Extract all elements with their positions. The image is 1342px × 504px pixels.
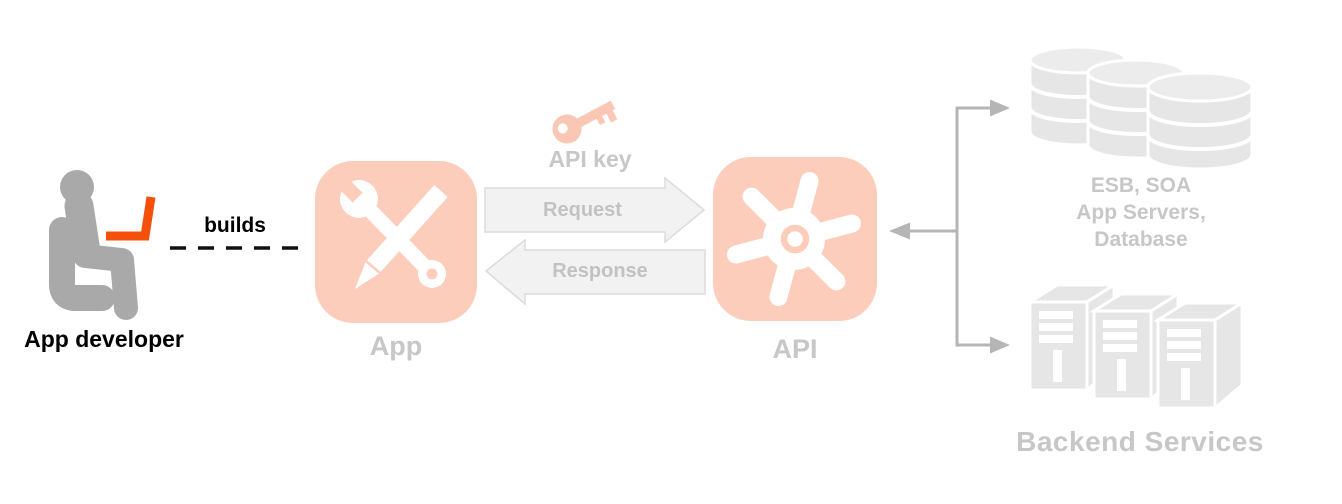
app-developer-icon [49,170,156,320]
request-arrow [484,176,706,244]
response-arrow [484,238,706,306]
database-cylinder [1146,71,1254,170]
wrench-pencil-icon [335,175,448,289]
api-key-label: API key [548,146,632,172]
database-stack-icon [1028,45,1254,170]
developer-label: App developer [24,326,184,352]
arrowhead-to-api [889,222,910,240]
head [60,170,94,204]
builds-label: builds [204,214,266,237]
backend-connector-lines [889,99,1010,354]
request-label: Request [543,199,622,221]
server-tower [1152,300,1248,412]
server-stack-icon [1024,282,1248,412]
builds-dashed-line [170,246,308,250]
esb-label-line1: ESB, SOA [1090,174,1192,197]
api-gear-icon [727,172,861,306]
chair-icon [49,217,115,311]
arrowhead-to-backend [990,336,1010,354]
app-label: App [369,331,423,361]
arrowhead-to-esb [990,99,1010,117]
esb-label-line2: App Servers, [1076,201,1206,224]
api-label: API [772,334,818,364]
api-node [713,157,877,321]
laptop-icon [106,196,156,241]
app-node [315,161,477,323]
response-label: Response [552,260,648,282]
esb-label: ESB, SOA App Servers, Database [1041,172,1241,253]
torso [64,191,101,267]
backend-services-label: Backend Services [1016,426,1264,457]
api-key-icon [552,100,618,144]
esb-label-line3: Database [1094,228,1188,251]
